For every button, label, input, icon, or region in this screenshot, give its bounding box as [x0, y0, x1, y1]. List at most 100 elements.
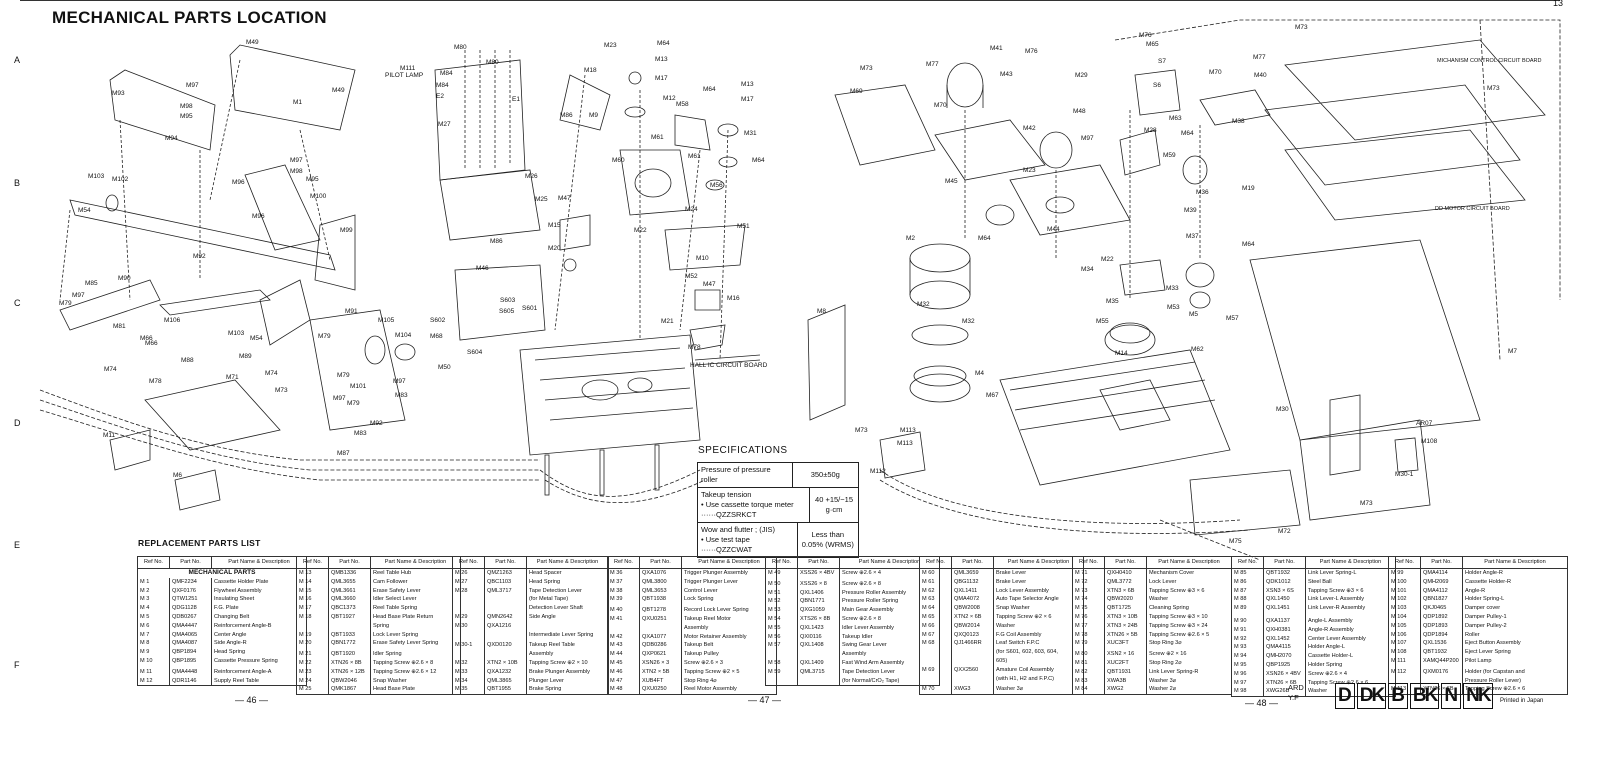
- ref-no-cell: [452, 604, 485, 613]
- ref-no-cell: [607, 623, 640, 633]
- callout-label: E1: [512, 96, 520, 103]
- table-row: Pressure Roller Lever): [1388, 676, 1568, 686]
- part-name-cell: Leaf Switch F.P.C: [993, 639, 1084, 649]
- parts-table-header: Part Name & Description: [993, 556, 1084, 569]
- callout-label: M40: [1254, 72, 1267, 79]
- callout-label: M64: [1242, 241, 1255, 248]
- callout-label: M71: [226, 374, 239, 381]
- part-no-cell: XUB4FT: [639, 676, 682, 686]
- part-no-cell: QXL1406: [797, 588, 840, 598]
- callout-label: M73: [1360, 500, 1373, 507]
- callout-label: M17: [655, 75, 668, 82]
- callout-label: M98: [180, 103, 193, 110]
- parts-table-header: Ref No.: [1072, 556, 1105, 569]
- callout-label: MICHANISM CONTROL CIRCUIT BOARD: [1437, 58, 1542, 64]
- callout-label: M101: [350, 383, 367, 390]
- callout-label: M17: [741, 96, 754, 103]
- row-label-f: F: [14, 660, 20, 670]
- ref-no-cell: M 69: [919, 665, 952, 675]
- part-no-cell: QXA1232: [484, 667, 527, 677]
- ref-no-cell: M 29: [452, 612, 485, 622]
- part-no-cell: QBT1932: [1263, 568, 1306, 578]
- row-label-c: C: [14, 298, 21, 308]
- callout-label: M80: [486, 59, 499, 66]
- callout-label: M35: [1106, 298, 1119, 305]
- ref-no-cell: M 56: [765, 632, 798, 642]
- part-no-cell: QMA4087: [169, 639, 212, 649]
- part-name-cell: Brake Spring: [526, 685, 609, 696]
- part-name-cell: Link Lever-L Assembly: [1305, 595, 1396, 605]
- callout-label: M106: [164, 317, 181, 324]
- callout-label: S601: [522, 305, 538, 312]
- callout-label: M68: [430, 333, 443, 340]
- ref-no-cell: M 10: [137, 656, 170, 666]
- spec-sub: • Use test tape ······QZZCWAT: [701, 535, 753, 554]
- callout-label: M33: [1166, 285, 1179, 292]
- spec-value: 350±50g: [810, 470, 840, 479]
- callout-label: M95: [180, 113, 193, 120]
- ref-no-cell: M 16: [296, 595, 329, 605]
- ref-no-cell: M 91: [1231, 625, 1264, 635]
- ref-no-cell: [452, 630, 485, 640]
- ref-no-cell: M 57: [765, 641, 798, 651]
- table-row: (for S601, 602, 603, 604,: [919, 648, 1084, 657]
- part-no-cell: XSS26 × 8: [797, 579, 840, 589]
- part-name-cell: Angle-L Assembly: [1305, 616, 1396, 626]
- ref-no-cell: M 86: [1231, 577, 1264, 587]
- ref-no-cell: [919, 648, 952, 657]
- part-no-cell: QXP0621: [639, 650, 682, 659]
- part-name-cell: Intermediate Lever Spring: [526, 630, 609, 640]
- part-name-cell: [1462, 665, 1568, 668]
- part-name-cell: Flywheel Assembly: [211, 586, 307, 596]
- parts-table-header: Part Name & Description: [1462, 556, 1568, 569]
- part-name-cell: Snap Washer: [993, 604, 1084, 613]
- part-name-cell: Stop Ring 4⌀: [681, 676, 777, 686]
- ref-no-cell: M 25: [296, 685, 329, 696]
- callout-label: M73: [855, 427, 868, 434]
- part-name-cell: Idler Spring: [370, 650, 461, 659]
- ref-no-cell: M 19: [296, 630, 329, 640]
- part-name-cell: Damper Pulley-2: [1462, 621, 1568, 631]
- part-name-cell: Brake Lever: [993, 568, 1084, 578]
- ref-no-cell: M 85: [1231, 568, 1264, 578]
- part-name-cell: Damper Pulley-1: [1462, 612, 1568, 622]
- ref-no-cell: M 51: [765, 588, 798, 598]
- callout-label: M66: [145, 340, 158, 347]
- ref-no-cell: M 30-1: [452, 641, 485, 651]
- part-name-cell: Angle-R: [1462, 586, 1568, 596]
- ref-no-cell: M 17: [296, 604, 329, 613]
- part-name-cell: Reel Motor Assembly: [681, 685, 777, 696]
- callout-label: M49: [246, 39, 259, 46]
- part-no-cell: QMA4448: [169, 667, 212, 677]
- spec-row: Wow and flutter ; (JIS)• Use test tape ·…: [698, 523, 858, 557]
- part-name-cell: Head Base Plate: [370, 685, 461, 696]
- ref-no-cell: M 44: [607, 650, 640, 659]
- part-name-cell: Lock Lever: [1146, 577, 1232, 587]
- ref-no-cell: M 73: [1072, 586, 1105, 596]
- part-no-cell: [484, 650, 527, 659]
- callout-label: M30: [1276, 406, 1289, 413]
- part-no-cell: [484, 630, 527, 640]
- part-name-cell: Insulating Sheet: [211, 595, 307, 605]
- part-no-cell: [328, 621, 371, 631]
- part-name-cell: Tape Detection Lever: [526, 586, 609, 596]
- callout-label: M25: [535, 196, 548, 203]
- callout-label: M15: [548, 222, 561, 229]
- ref-no-cell: M 3: [137, 595, 170, 605]
- ref-no-cell: M 90: [1231, 616, 1264, 626]
- ref-no-cell: M 4: [137, 604, 170, 613]
- parts-table-header: Part No.: [169, 556, 212, 569]
- callout-label: M38: [1232, 118, 1245, 125]
